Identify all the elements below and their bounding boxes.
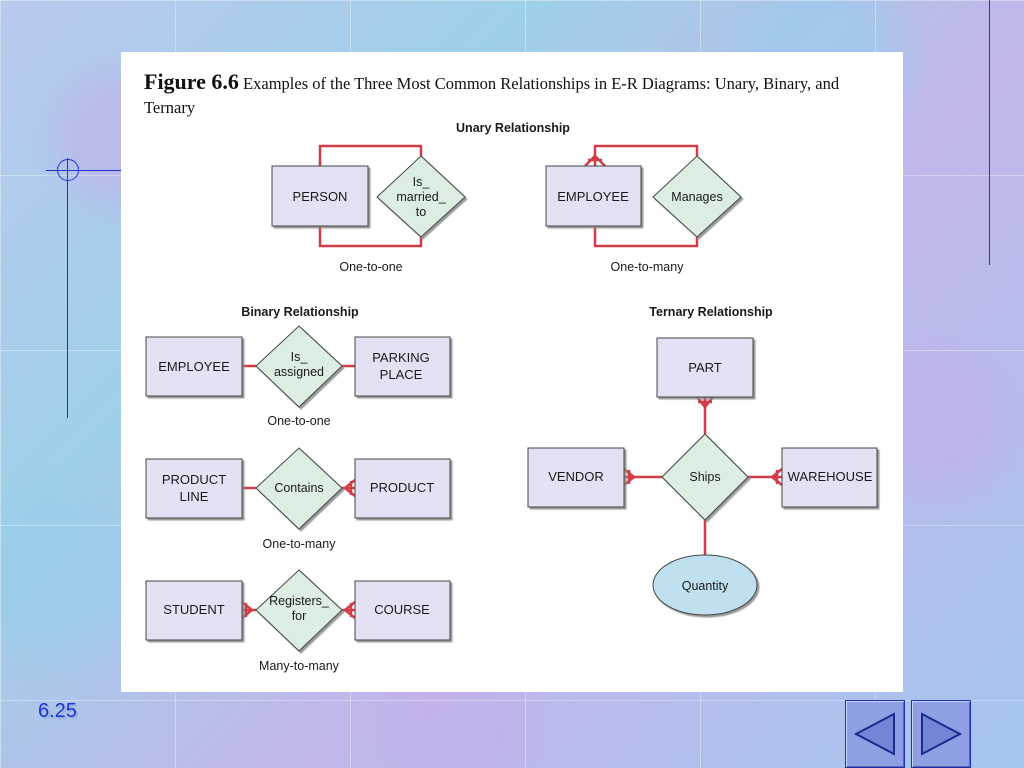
relationship-label-line: married_ bbox=[396, 190, 446, 204]
quantity-attribute: Quantity bbox=[652, 554, 758, 616]
vendor-entity: VENDOR bbox=[527, 447, 625, 508]
product-entity: PRODUCT bbox=[354, 458, 451, 519]
person-entity-label: PERSON bbox=[293, 189, 348, 204]
figure-panel bbox=[121, 52, 903, 692]
student-entity: STUDENT bbox=[145, 580, 243, 641]
product-line-entity: PRODUCT LINE bbox=[145, 458, 243, 519]
is-married-to-relationship: Is_ married_ to bbox=[376, 155, 466, 238]
relationship-label-line: Is_ bbox=[291, 350, 309, 364]
entity-label-line: PARKING bbox=[372, 350, 430, 365]
triangle-right-icon bbox=[921, 712, 963, 756]
relationship-label-line: for bbox=[292, 609, 307, 623]
entity-label-line: PLACE bbox=[380, 367, 423, 382]
part-entity-label: PART bbox=[688, 360, 722, 375]
employee-entity-binary: EMPLOYEE bbox=[145, 336, 243, 397]
figure-number: Figure 6.6 bbox=[144, 69, 239, 94]
warehouse-entity-label: WAREHOUSE bbox=[788, 469, 873, 484]
next-slide-button[interactable] bbox=[911, 700, 971, 768]
entity-label-line: LINE bbox=[180, 489, 209, 504]
manages-relationship: Manages bbox=[652, 155, 742, 238]
entity-label-line: PRODUCT bbox=[162, 472, 226, 487]
ships-label: Ships bbox=[689, 470, 720, 484]
figure-caption: Figure 6.6 Examples of the Three Most Co… bbox=[144, 70, 884, 120]
manages-label: Manages bbox=[671, 190, 722, 204]
triangle-left-icon bbox=[853, 712, 895, 756]
product-entity-label: PRODUCT bbox=[370, 480, 434, 495]
slide-page-number: 6.25 bbox=[38, 700, 77, 722]
figure-caption-text: Examples of the Three Most Common Relati… bbox=[144, 74, 840, 117]
is-assigned-relationship: Is_ assigned bbox=[255, 325, 343, 408]
cardinality-label: One-to-one bbox=[267, 414, 330, 428]
ships-relationship: Ships bbox=[661, 433, 749, 521]
employee-entity-unary: EMPLOYEE bbox=[545, 165, 642, 227]
decorative-line bbox=[67, 158, 68, 418]
decorative-circle bbox=[57, 159, 79, 181]
parking-place-entity: PARKING PLACE bbox=[354, 336, 451, 397]
part-entity: PART bbox=[656, 337, 754, 398]
course-entity: COURSE bbox=[354, 580, 451, 641]
binary-section-title: Binary Relationship bbox=[241, 305, 359, 319]
relationship-label-line: Registers_ bbox=[269, 594, 330, 608]
warehouse-entity: WAREHOUSE bbox=[781, 447, 878, 508]
vendor-entity-label: VENDOR bbox=[548, 469, 604, 484]
contains-relationship: Contains bbox=[255, 447, 343, 530]
unary-section-title: Unary Relationship bbox=[456, 121, 570, 135]
employee-entity-label: EMPLOYEE bbox=[557, 189, 629, 204]
person-entity: PERSON bbox=[271, 165, 369, 227]
ternary-section-title: Ternary Relationship bbox=[649, 305, 773, 319]
course-entity-label: COURSE bbox=[374, 602, 430, 617]
cardinality-label: One-to-many bbox=[611, 260, 685, 274]
relationship-label-line: Is_ bbox=[413, 175, 431, 189]
student-entity-label: STUDENT bbox=[163, 602, 224, 617]
relationship-label-line: assigned bbox=[274, 365, 324, 379]
employee-entity-label: EMPLOYEE bbox=[158, 359, 230, 374]
registers-for-relationship: Registers_ for bbox=[255, 569, 343, 652]
relationship-label-line: to bbox=[416, 205, 426, 219]
contains-label: Contains bbox=[274, 481, 323, 495]
cardinality-label: One-to-one bbox=[339, 260, 402, 274]
cardinality-label: One-to-many bbox=[263, 537, 337, 551]
previous-slide-button[interactable] bbox=[845, 700, 905, 768]
decorative-line bbox=[989, 0, 990, 265]
decorative-line bbox=[46, 170, 122, 171]
cardinality-label: Many-to-many bbox=[259, 659, 340, 673]
quantity-label: Quantity bbox=[682, 579, 729, 593]
